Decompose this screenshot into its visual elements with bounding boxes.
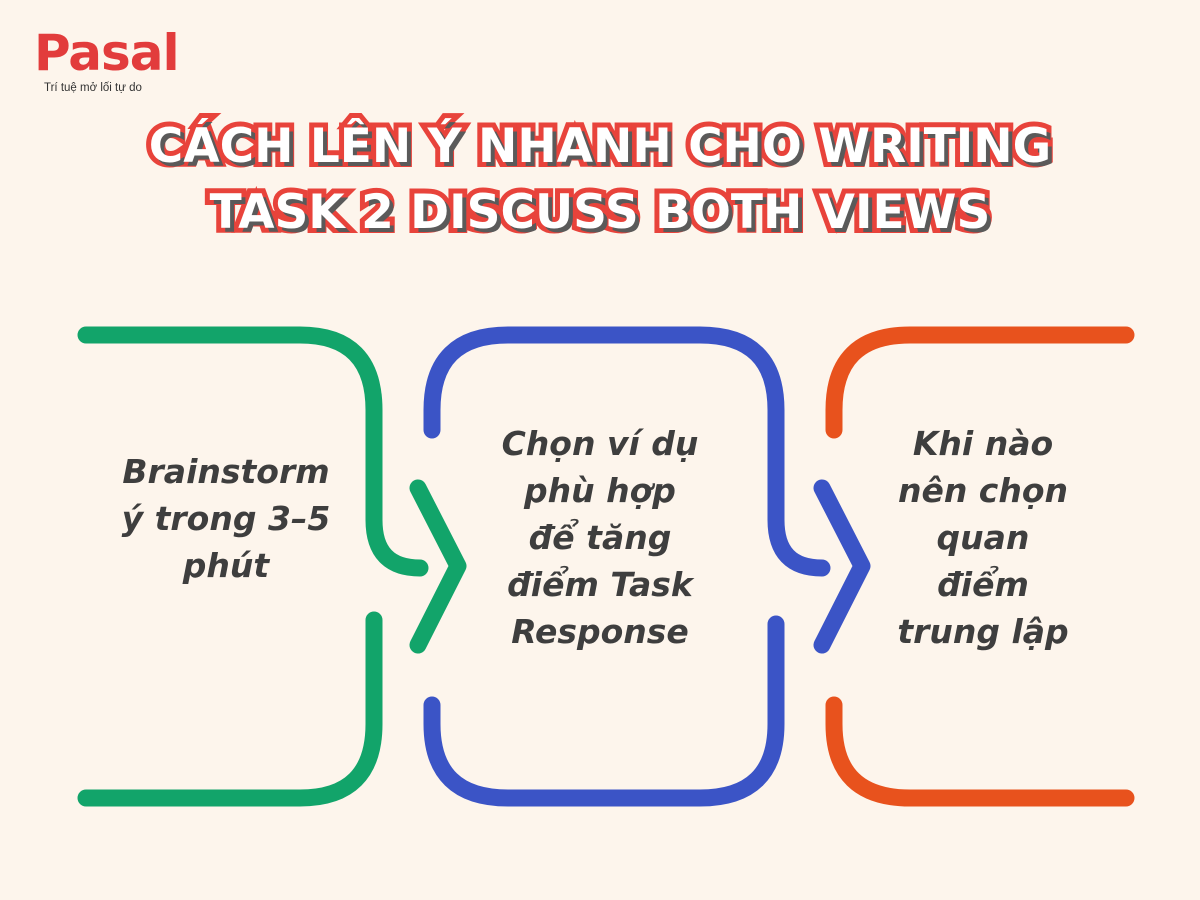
step-2-line: điểm Task bbox=[507, 565, 693, 604]
page-title: Cách lên ý nhanh cho Writing Task 2 Disc… bbox=[0, 114, 1200, 246]
step-1-line: Brainstorm bbox=[122, 452, 330, 491]
step-3-line: trung lập bbox=[897, 612, 1069, 651]
arrow-2-icon bbox=[813, 479, 871, 654]
step-3-frame-bottom bbox=[825, 696, 1135, 807]
step-2-frame-bottom bbox=[423, 615, 785, 807]
step-1-text: Brainstorm ý trong 3–5 phút bbox=[96, 448, 356, 589]
brand-tagline: Trí tuệ mở lối tự do bbox=[44, 82, 142, 94]
arrow-1-icon bbox=[409, 479, 467, 654]
step-1-frame-top bbox=[77, 326, 429, 577]
brand-logo: Pasal Trí tuệ mở lối tự do bbox=[34, 22, 194, 102]
step-3-frame-top bbox=[825, 326, 1135, 439]
step-1-line: ý trong 3–5 bbox=[121, 499, 331, 538]
title-line-2: Task 2 Discuss Both Views bbox=[205, 180, 996, 245]
step-2-line: Response bbox=[511, 612, 689, 651]
step-3-text: Khi nào nên chọn quan điểm trung lập bbox=[868, 420, 1098, 655]
step-3-frame bbox=[825, 326, 1135, 807]
step-1-line: phút bbox=[182, 546, 270, 585]
step-3-line: Khi nào bbox=[912, 424, 1054, 463]
step-2-line: Chọn ví dụ bbox=[501, 424, 699, 463]
step-1-frame bbox=[77, 326, 429, 807]
step-3-line: nên chọn bbox=[897, 471, 1069, 510]
step-2-line: phù hợp bbox=[524, 471, 676, 510]
step-2-frame-top bbox=[423, 326, 831, 577]
step-3-line: điểm bbox=[937, 565, 1029, 604]
step-2-text: Chọn ví dụ phù hợp để tăng điểm Task Res… bbox=[470, 420, 730, 655]
step-3-line: quan bbox=[936, 518, 1030, 557]
step-1-frame-bottom bbox=[77, 611, 383, 807]
brand-name: Pasal bbox=[34, 24, 180, 82]
step-2-line: để tăng bbox=[528, 518, 672, 557]
title-line-1: Cách lên ý nhanh cho Writing bbox=[144, 114, 1056, 179]
step-2-frame bbox=[423, 326, 831, 807]
